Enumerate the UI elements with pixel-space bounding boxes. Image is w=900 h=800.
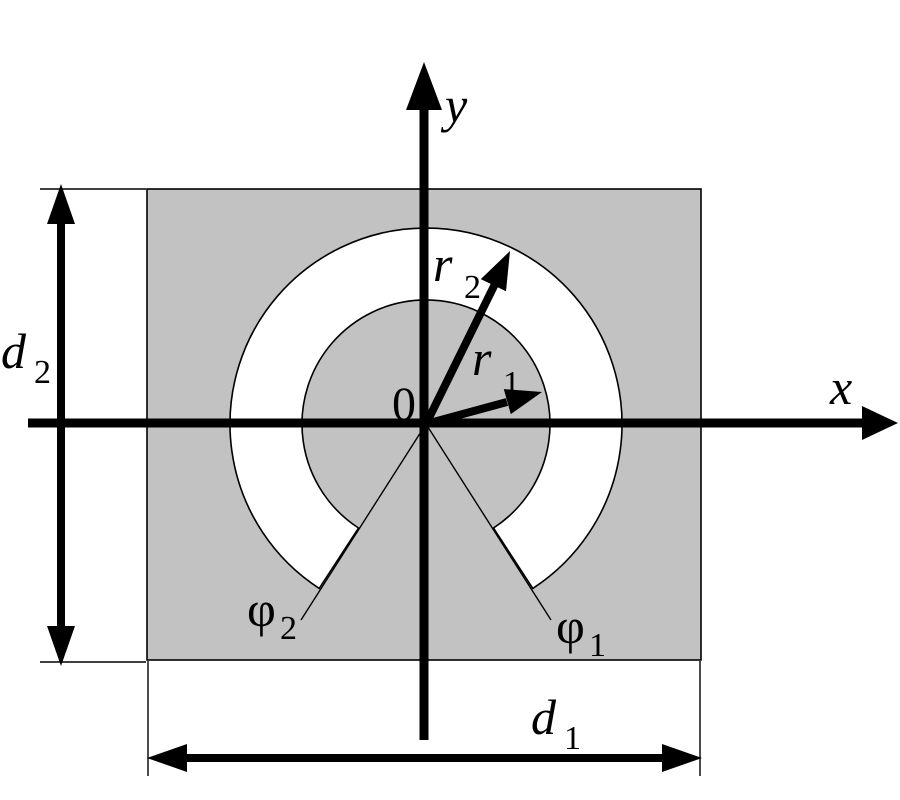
d2-label-base: d: [1, 323, 27, 379]
d2-label: d 2: [1, 323, 51, 391]
r2-label-base: r: [433, 236, 453, 292]
gap-angle-line-right: [425, 423, 552, 621]
phi1-label-base: φ: [556, 598, 585, 654]
phi1-label: φ 1: [556, 598, 606, 664]
x-axis-arrowhead: [862, 406, 898, 440]
y-axis-arrowhead: [406, 62, 442, 110]
r2-label-subscript: 2: [464, 269, 481, 306]
r1-vector-arrowhead: [503, 389, 542, 415]
r2-vector-arrowhead: [480, 251, 510, 292]
phi2-label-base: φ: [247, 581, 276, 637]
r1-label: r 1: [472, 330, 520, 402]
x-axis-label: x: [829, 359, 852, 415]
d2-arrowhead-bottom: [47, 626, 75, 666]
annular-slot: [229, 227, 623, 590]
d1-arrowhead-left: [147, 744, 187, 772]
d1-arrowhead-right: [662, 744, 702, 772]
d1-label: d 1: [531, 689, 581, 757]
r1-label-base: r: [472, 330, 492, 386]
r2-label: r 2: [433, 236, 481, 306]
r1-vector-shaft: [424, 398, 509, 428]
y-axis-label: y: [440, 77, 468, 133]
d1-label-subscript: 1: [564, 720, 581, 757]
d2-arrowhead-top: [47, 184, 75, 224]
gap-angle-line-left: [300, 423, 427, 621]
r2-vector-shaft: [422, 282, 499, 426]
d1-label-base: d: [531, 689, 557, 745]
phi2-label-subscript: 2: [280, 610, 297, 647]
phi2-label: φ 2: [247, 581, 297, 647]
d2-label-subscript: 2: [34, 354, 51, 391]
origin-label: 0: [392, 378, 416, 431]
phi1-label-subscript: 1: [589, 627, 606, 664]
r1-label-subscript: 1: [503, 365, 520, 402]
